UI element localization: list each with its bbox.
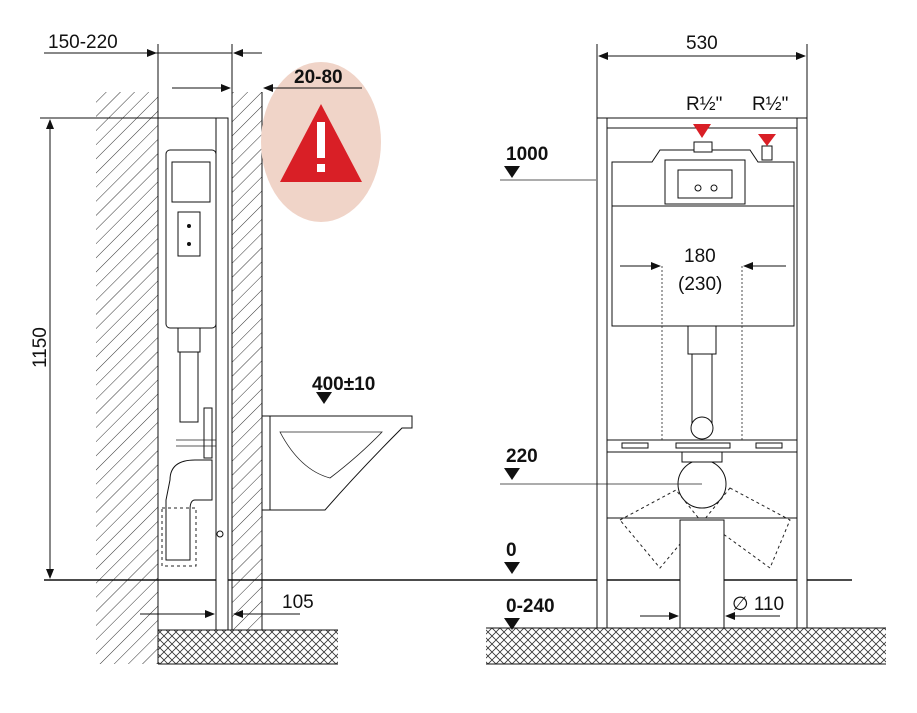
level-below: 0-240 <box>506 596 555 617</box>
inlet-marker-icon <box>758 134 776 146</box>
inlet-left-label: R½" <box>686 94 722 115</box>
side-view: 150-220 20-80 1150 400±10 105 <box>30 32 852 665</box>
dim-pipe: ∅ 110 <box>732 594 784 615</box>
dim-height: 1150 <box>30 327 51 368</box>
level-marker-0-240 <box>504 618 520 630</box>
inlet-right-label: R½" <box>752 94 788 115</box>
level-marker-bowl <box>316 392 332 404</box>
wall-hatch-left <box>96 92 158 664</box>
inlet-marker-icon <box>693 124 711 138</box>
wall-hatch-right <box>232 92 262 630</box>
level-drain: 220 <box>506 446 538 467</box>
dim-offset: 105 <box>282 592 314 613</box>
dim-center: 180 <box>684 246 716 267</box>
level-marker-0 <box>504 562 520 574</box>
front-view: R½" R½" 530 1000 180 <box>486 33 886 665</box>
frame-right-post <box>796 117 808 629</box>
level-marker-1000 <box>504 166 520 178</box>
ground-hatch-right <box>486 628 886 664</box>
ground-hatch-left <box>158 630 338 664</box>
toilet-bowl <box>261 415 413 511</box>
dim-cover: 20-80 <box>294 67 343 88</box>
dim-wall-depth: 150-220 <box>48 32 118 53</box>
dim-center-alt: (230) <box>678 274 722 295</box>
level-floor: 0 <box>506 540 517 561</box>
dim-bowl-height: 400±10 <box>312 374 375 395</box>
level-top: 1000 <box>506 144 548 165</box>
dim-width: 530 <box>686 33 718 54</box>
level-marker-220 <box>504 468 520 480</box>
frame-left-post <box>596 117 608 629</box>
